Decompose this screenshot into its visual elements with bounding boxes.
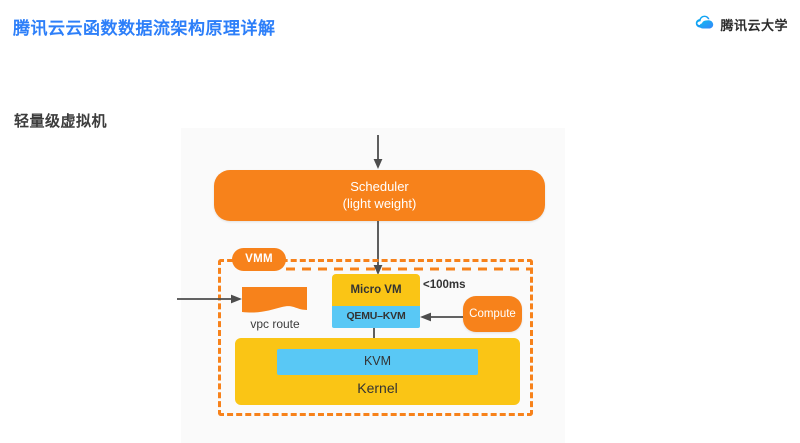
arrow-compute-to-qemu-kvm-icon	[420, 310, 465, 328]
section-label: 轻量级虚拟机	[14, 113, 108, 130]
vmm-badge[interactable]: VMM	[232, 248, 286, 271]
vmm-badge-label: VMM	[245, 253, 273, 266]
scheduler-title: Scheduler	[350, 179, 409, 195]
kvm-bar[interactable]: KVM	[277, 349, 478, 375]
compute-label: Compute	[469, 307, 516, 320]
arrow-top-to-scheduler-icon	[372, 135, 384, 176]
latency-annotation: <100ms	[423, 278, 466, 291]
scheduler-subtitle: (light weight)	[342, 195, 417, 211]
scheduler-box[interactable]: Scheduler (light weight)	[214, 170, 545, 221]
vmm-dashed-boundary	[218, 259, 533, 416]
micro-vm-box[interactable]: Micro VM	[332, 274, 420, 306]
brand-logo-text: 腾讯云大学	[720, 18, 788, 33]
kernel-label: Kernel	[357, 379, 398, 396]
vpc-route-shape[interactable]	[242, 287, 307, 314]
micro-vm-label: Micro VM	[350, 283, 402, 296]
qemu-kvm-label: QEMU–KVM	[346, 310, 406, 323]
vpc-route-label: vpc route	[250, 316, 300, 331]
arrow-external-to-vpc-route-icon	[177, 292, 243, 310]
tencent-cloud-logo-icon	[695, 14, 715, 35]
qemu-kvm-box[interactable]: QEMU–KVM	[332, 306, 420, 328]
kvm-label: KVM	[363, 354, 392, 369]
brand-logo: 腾讯云大学	[695, 14, 788, 35]
page-title: 腾讯云云函数数据流架构原理详解	[13, 19, 276, 38]
compute-box[interactable]: Compute	[463, 296, 522, 332]
